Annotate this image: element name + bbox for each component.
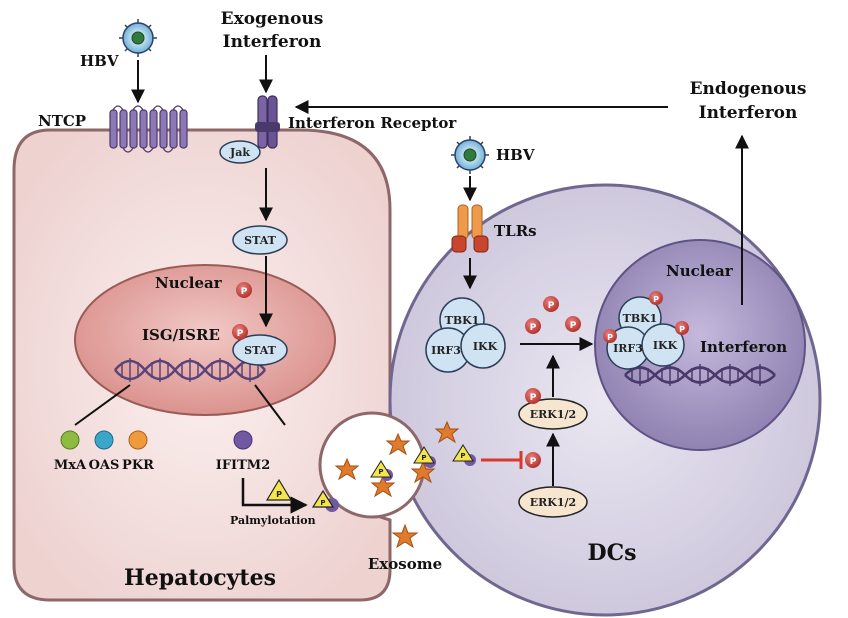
svg-text:P: P — [530, 393, 537, 403]
ntcp-transporter — [109, 105, 188, 153]
oas-label: OAS — [89, 458, 120, 473]
tbk1-irf3-ikk-nuclear-complex — [606, 296, 685, 370]
tbk1-nuclear-label: TBK1 — [623, 312, 658, 325]
ifitm2-label: IFITM2 — [216, 458, 271, 473]
interferon-receptor — [255, 95, 280, 149]
pkr-icon — [128, 430, 148, 450]
endogenous-interferon-line1: Endogenous — [690, 79, 807, 99]
erk-upper-label: ERK1/2 — [530, 408, 576, 421]
hepatocytes-label: Hepatocytes — [124, 565, 276, 591]
svg-text:P: P — [320, 499, 325, 507]
dcs-label: DCs — [588, 540, 637, 566]
hbv-virus-icon-dc — [451, 136, 489, 174]
stat-cytoplasmic-pill — [232, 225, 288, 255]
phosphate-icon-hep-1: P — [236, 282, 252, 298]
svg-text:P: P — [378, 468, 383, 476]
phosphate-icons-dc-nuclear: P P P — [603, 291, 689, 343]
phosphate-icons-dc: P P P — [525, 296, 581, 334]
isg-isre-label: ISG/ISRE — [142, 326, 220, 344]
dc-nucleus — [594, 239, 806, 451]
ifitm2-palmitoylated-icon: P — [311, 489, 339, 512]
palmylotation-label: Palmylotation — [230, 514, 316, 527]
stat-nuclear-pill — [232, 334, 288, 366]
svg-text:P: P — [530, 323, 537, 333]
svg-text:P: P — [241, 287, 248, 297]
phosphate-icon-hep-2: P — [232, 324, 248, 340]
phosphate-icon-inhibited: P — [525, 452, 541, 468]
arrow-ifitm2-palmylotation — [241, 478, 308, 514]
exogenous-interferon-line2: Interferon — [223, 32, 322, 52]
interferon-receptor-label: Interferon Receptor — [288, 114, 457, 132]
mxa-label: MxA — [54, 458, 87, 473]
svg-text:P: P — [276, 490, 282, 499]
mxa-icon — [60, 430, 80, 450]
nuclear-label-hepatocyte: Nuclear — [155, 274, 223, 292]
hbv-virus-icon — [119, 19, 157, 57]
line-isg-to-products-left — [74, 384, 131, 426]
jak-pill — [219, 140, 261, 164]
tlrs-label: TLRs — [494, 222, 537, 240]
palmitoyl-triangle-icon-1: P — [265, 478, 293, 501]
exogenous-interferon-line1: Exogenous — [221, 9, 324, 29]
hbv-label-dc: HBV — [496, 146, 535, 164]
line-isg-to-products-right — [254, 384, 286, 426]
svg-text:P: P — [570, 321, 577, 331]
tbk1-irf3-ikk-complex — [425, 297, 506, 373]
tlrs-receptor — [451, 204, 489, 253]
tbk1-label: TBK1 — [445, 314, 480, 327]
exosome-star-icons — [334, 420, 460, 498]
ikk-label: IKK — [473, 340, 498, 353]
interferon-dc-label: Interferon — [700, 338, 787, 356]
svg-text:P: P — [607, 333, 613, 342]
svg-text:P: P — [679, 325, 685, 334]
ntcp-label: NTCP — [38, 112, 86, 130]
svg-text:P: P — [653, 295, 659, 304]
svg-text:P: P — [460, 452, 465, 460]
svg-text:P: P — [548, 301, 555, 311]
dna-helix-dc — [624, 364, 776, 386]
svg-text:P: P — [530, 457, 537, 467]
ifitm2-icon — [233, 430, 253, 450]
endogenous-interferon-line2: Interferon — [699, 103, 798, 123]
exosome-legend-star-icon — [391, 523, 419, 549]
erk-lower-label: ERK1/2 — [530, 496, 576, 509]
hbv-label-top: HBV — [80, 52, 119, 70]
pkr-label: PKR — [122, 458, 154, 473]
ikk-nuclear-label: IKK — [653, 339, 678, 352]
jak-label: Jak — [229, 146, 250, 159]
exosome-ifitm2-icons: P P P — [370, 444, 476, 481]
exosome-label: Exosome — [368, 555, 442, 573]
irf3-label: IRF3 — [431, 344, 461, 357]
stat-cytoplasmic-label: STAT — [244, 234, 276, 247]
nuclear-label-dc: Nuclear — [666, 262, 734, 280]
svg-text:P: P — [421, 454, 426, 462]
erk-lower-pill — [518, 486, 588, 518]
svg-text:P: P — [237, 329, 244, 339]
oas-icon — [94, 430, 114, 450]
stat-nuclear-label: STAT — [244, 344, 276, 357]
irf3-nuclear-label: IRF3 — [613, 342, 643, 355]
phosphate-icon-erk: P — [525, 388, 541, 404]
hepatocyte-nucleus — [74, 264, 336, 416]
erk-upper-pill — [518, 398, 588, 430]
